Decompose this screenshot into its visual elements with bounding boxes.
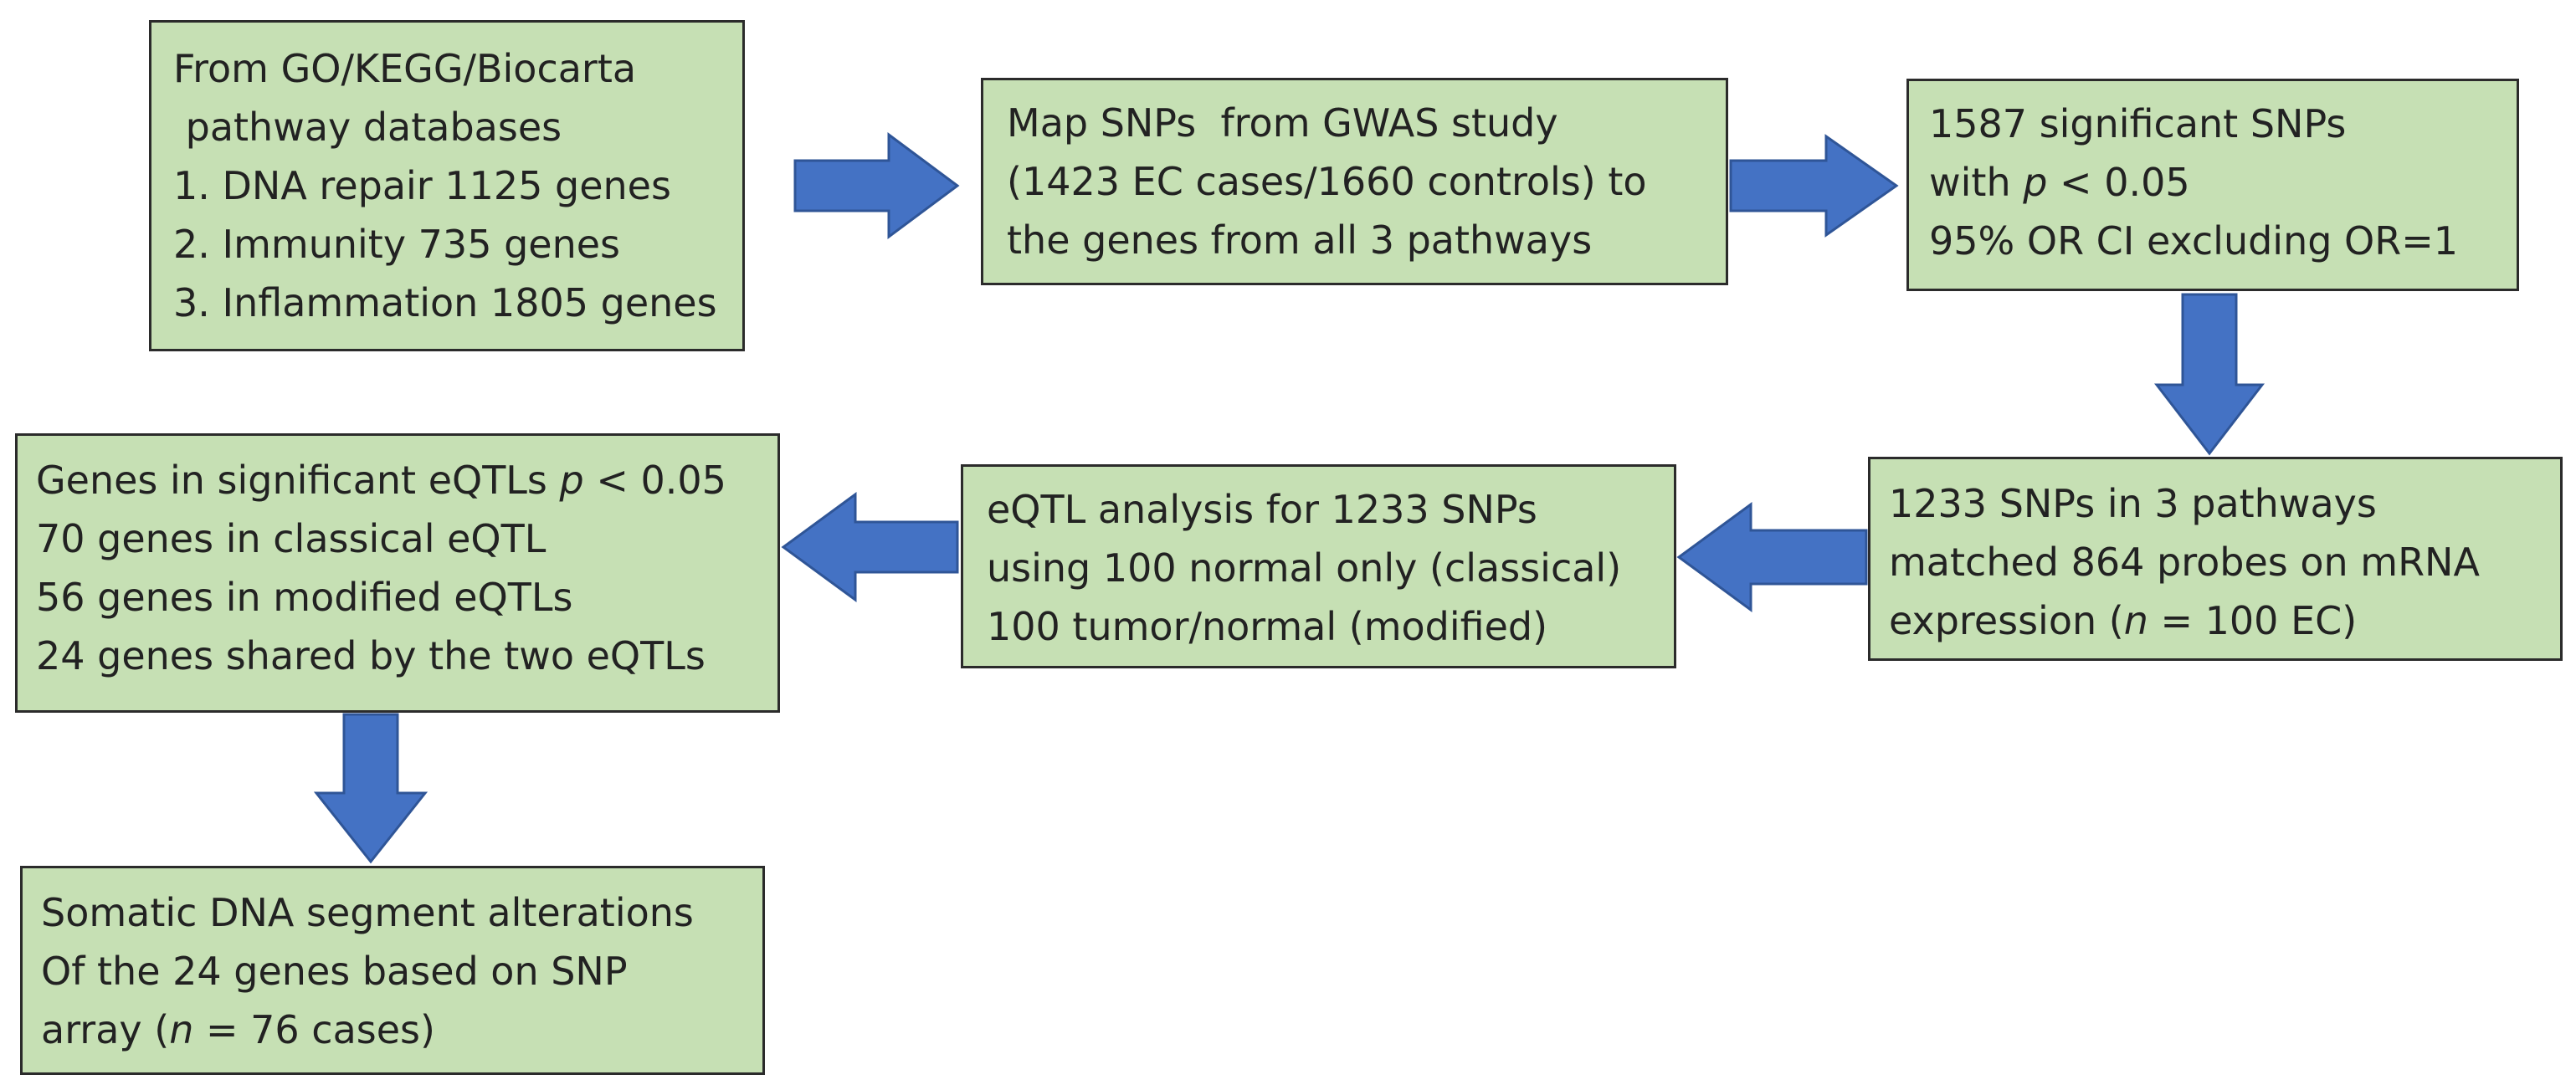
arrow-down-1 [2154,293,2265,456]
box-line: 100 tumor/normal (modified) [987,604,1548,649]
genes-eqtl-box: Genes in significant eQTLs p < 0.05 70 g… [15,433,780,713]
box-line: 24 genes shared by the two eQTLs [36,633,706,678]
eqtl-analysis-box: eQTL analysis for 1233 SNPs using 100 no… [961,464,1676,668]
box-line: 1233 SNPs in 3 pathways [1889,481,2377,526]
text-suffix: < 0.05 [2047,160,2190,205]
box-line: 1587 significant SNPs [1929,101,2347,146]
box-line: 2. Immunity 735 genes [173,222,621,267]
box-line: Somatic DNA segment alterations [41,890,694,935]
arrow-shape [1676,502,1868,612]
box-line: Map SNPs from GWAS study [1007,100,1558,146]
box-line-n: expression (n = 100 EC) [1889,591,2560,650]
arrow-shape [793,132,960,239]
text-suffix: < 0.05 [583,458,726,503]
box-line: the genes from all 3 pathways [1007,217,1593,263]
pathway-databases-box: From GO/KEGG/Biocarta pathway databases … [149,20,745,351]
box-line: using 100 normal only (classical) [987,545,1622,591]
arrow-right-1 [793,132,960,239]
box-line: (1423 EC cases/1660 controls) to [1007,159,1647,204]
significant-snps-box: 1587 significant SNPs with p < 0.05 95% … [1906,79,2519,291]
arrow-shape [314,713,428,864]
box-line: matched 864 probes on mRNA [1889,540,2480,585]
somatic-alterations-box: Somatic DNA segment alterations Of the 2… [20,866,765,1075]
italic-p: p [559,458,584,503]
italic-p: p [2023,160,2048,205]
arrow-shape [2154,293,2265,456]
box-line: eQTL analysis for 1233 SNPs [987,487,1537,532]
text-prefix: with [1929,160,2024,205]
arrow-shape [781,492,959,602]
arrow-left-1 [1676,502,1868,612]
box-line: 1. DNA repair 1125 genes [173,163,671,208]
text-prefix: Genes in significant eQTLs [36,458,560,503]
text-prefix: array ( [41,1007,170,1052]
box-line-pvalue: with p < 0.05 [1929,153,2517,212]
matched-probes-box: 1233 SNPs in 3 pathways matched 864 prob… [1868,457,2563,661]
box-line-pvalue: Genes in significant eQTLs p < 0.05 [36,451,777,509]
map-snps-box: Map SNPs from GWAS study (1423 EC cases/… [981,78,1728,285]
arrow-down-2 [314,713,428,864]
italic-n: n [169,1007,194,1052]
box-line: 56 genes in modified eQTLs [36,575,573,620]
text-prefix: expression ( [1889,598,2124,643]
box-line: 95% OR CI excluding OR=1 [1929,218,2459,264]
box-line: Of the 24 genes based on SNP [41,949,628,994]
arrow-shape [1729,134,1899,238]
arrow-right-2 [1729,134,1899,238]
box-line: From GO/KEGG/Biocarta [173,46,637,91]
box-line: 70 genes in classical eQTL [36,516,547,561]
text-suffix: = 100 EC) [2148,598,2358,643]
text-suffix: = 76 cases) [193,1007,435,1052]
italic-n: n [2123,598,2148,643]
box-line-n: array (n = 76 cases) [41,1000,762,1059]
box-line: pathway databases [173,105,562,150]
box-line: 3. Inflammation 1805 genes [173,280,717,325]
arrow-left-2 [781,492,959,602]
